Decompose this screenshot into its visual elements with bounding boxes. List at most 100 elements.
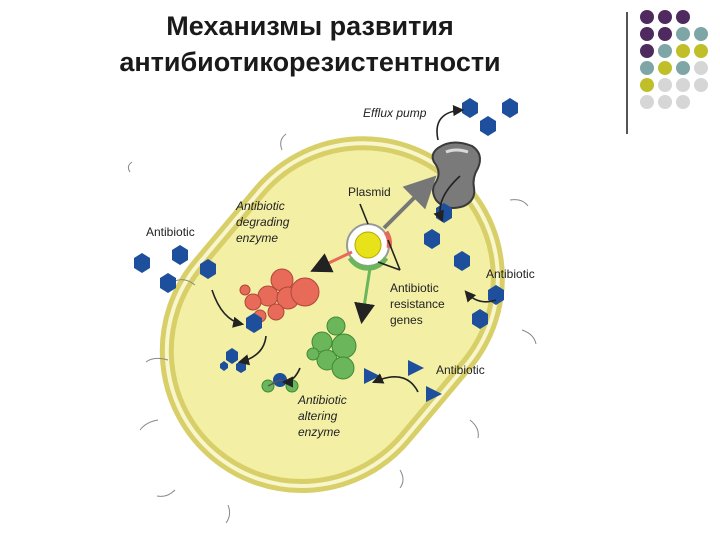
decorative-dot	[658, 10, 672, 24]
label-line: genes	[390, 313, 423, 327]
decorative-dot	[676, 95, 690, 109]
antibiotic-molecule	[424, 229, 440, 249]
antibiotic-entry-arrow-left	[211, 289, 245, 328]
plasmid-core	[354, 231, 382, 259]
enzyme-sphere	[326, 316, 346, 336]
pilus	[280, 133, 287, 151]
antibiotic-molecule	[426, 386, 442, 402]
enzyme-sphere	[244, 293, 262, 311]
label-line: degrading	[236, 215, 290, 229]
antibiotic-molecule	[160, 273, 176, 293]
label-line: resistance	[390, 297, 445, 311]
decorative-dot	[640, 61, 654, 75]
decorative-dot	[658, 95, 672, 109]
enzyme-sphere	[306, 347, 320, 361]
degradation-arrow	[237, 335, 267, 366]
altering-enzyme-cluster	[306, 316, 357, 380]
title-divider	[626, 12, 628, 134]
pilus	[174, 279, 196, 286]
pilus	[139, 419, 159, 431]
decorative-dot	[676, 61, 690, 75]
label-line: enzyme	[236, 231, 278, 245]
plasmid	[346, 223, 392, 271]
decorative-dot	[658, 78, 672, 92]
enzyme-sphere	[239, 284, 251, 296]
altering-arrow	[281, 367, 301, 388]
decorative-dot-grid	[640, 10, 716, 120]
label-antibiotic-bottom: Antibiotic	[436, 363, 485, 377]
pilus	[156, 489, 176, 497]
label-leader-genes-1	[387, 239, 401, 271]
decorative-dot	[658, 44, 672, 58]
label-leader-genes-2	[377, 261, 401, 271]
antibiotic-molecules	[134, 98, 518, 373]
antibiotic-fragment	[220, 361, 228, 371]
pilus	[509, 199, 529, 207]
pilus	[127, 161, 133, 173]
decorative-dot	[676, 78, 690, 92]
label-line: Antibiotic	[297, 393, 347, 407]
decorative-dot	[676, 27, 690, 41]
antibiotic-fragment	[226, 348, 238, 364]
antibiotic-molecule	[454, 251, 470, 271]
antibiotic-molecule	[502, 98, 518, 118]
decorative-dot	[676, 44, 690, 58]
express-degrading-arrow	[310, 250, 353, 273]
antibiotic-molecule	[200, 259, 216, 279]
label-line: Antibiotic	[390, 281, 439, 295]
pump-body	[431, 141, 481, 209]
cell-pili	[127, 133, 537, 524]
antibiotic-molecule	[462, 98, 478, 118]
antibiotic-molecule	[488, 285, 504, 305]
page-title: Механизмы развития антибиотикорезистентн…	[40, 8, 580, 80]
title-line-1: Механизмы развития	[166, 11, 454, 41]
decorative-dot	[640, 27, 654, 41]
pilus	[469, 419, 479, 439]
label-leader-plasmid	[359, 203, 369, 225]
label-resistance-genes: Antibiotic resistance genes	[390, 281, 448, 327]
antibiotic-entry-arrow	[464, 290, 497, 303]
plasmid-gene-green	[347, 256, 389, 271]
pilus	[521, 329, 537, 345]
pilus	[225, 504, 231, 524]
efflux-out-arrow	[436, 105, 465, 141]
antibiotic-molecule	[172, 245, 188, 265]
label-line: enzyme	[298, 425, 340, 439]
decorative-dot	[640, 10, 654, 24]
plasmid-gene-red	[383, 230, 392, 249]
efflux-pump	[431, 141, 481, 209]
antibiotic-molecule	[472, 309, 488, 329]
label-line: Antibiotic	[235, 199, 285, 213]
antibiotic-molecule	[134, 253, 150, 273]
decorative-dot	[694, 61, 708, 75]
decorative-dot	[676, 10, 690, 24]
enzyme-sphere	[290, 277, 320, 307]
decorative-dot	[658, 27, 672, 41]
decorative-dot	[658, 61, 672, 75]
decorative-dot	[640, 95, 654, 109]
decorative-dot	[640, 78, 654, 92]
efflux-in-arrow	[433, 175, 461, 223]
pilus	[145, 357, 169, 363]
express-pump-arrow	[382, 175, 437, 230]
label-antibiotic-right: Antibiotic	[486, 267, 535, 281]
pilus	[399, 469, 404, 489]
decorative-dot	[694, 44, 708, 58]
decorative-dot	[694, 27, 708, 41]
enzyme-sphere	[267, 303, 285, 321]
label-efflux-pump: Efflux pump	[363, 106, 427, 120]
label-antibiotic-left: Antibiotic	[146, 225, 195, 239]
label-line: altering	[298, 409, 338, 423]
decorative-dot	[694, 78, 708, 92]
title-line-2: антибиотикорезистентности	[119, 47, 501, 77]
antibiotic-molecule	[480, 116, 496, 136]
enzyme-sphere	[331, 356, 355, 380]
process-arrows	[211, 105, 497, 393]
express-altering-arrow	[354, 267, 375, 325]
antibiotic-molecule	[408, 360, 424, 376]
pump-highlight	[445, 148, 469, 154]
label-degrading-enzyme: Antibiotic degrading enzyme	[235, 199, 293, 245]
antibiotic-bottom-arrow	[371, 373, 419, 393]
label-plasmid: Plasmid	[348, 185, 391, 199]
